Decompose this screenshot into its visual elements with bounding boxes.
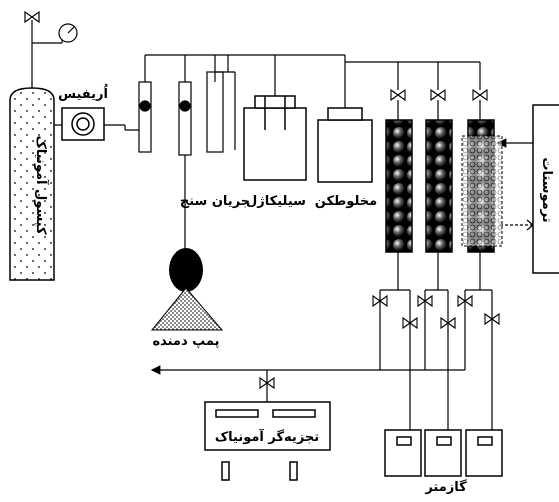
gas-meter-2	[424, 429, 462, 477]
adsorption-column-2	[425, 119, 453, 253]
cylinder-valve-icon	[24, 10, 40, 24]
analyzer-label: تجزیه‌گر آمونیاک	[215, 428, 319, 445]
pump-label: پمپ دمنده	[152, 334, 219, 349]
orifice-label: اُریفیس	[58, 83, 108, 102]
valve-icon	[372, 294, 388, 308]
adsorption-column-1	[385, 119, 413, 253]
mixer-label: مخلوطکن	[315, 194, 377, 209]
rotameter-1	[138, 81, 152, 153]
rotameter-2	[178, 81, 192, 156]
valve-icon	[402, 316, 418, 330]
silica-gel-vessel	[243, 95, 307, 181]
manometer-tube	[206, 71, 224, 153]
thermostat-label: ترموستات	[539, 157, 554, 222]
flowmeter-label: جریان سنج	[180, 194, 250, 209]
silica-gel-label: سیلیکاژل	[246, 194, 306, 209]
valve-icon	[457, 294, 473, 308]
adsorption-column-3	[461, 119, 503, 253]
gas-meter-3	[465, 429, 503, 477]
valve-icon	[472, 88, 488, 102]
pressure-gauge-icon	[58, 23, 78, 43]
piping	[31, 20, 534, 430]
gas-meter-1	[384, 429, 422, 477]
valve-icon	[484, 312, 500, 326]
gas-meter-label: گازمتر	[424, 479, 467, 495]
ammonia-analyzer	[204, 401, 331, 481]
valve-icon	[390, 88, 406, 102]
valve-icon	[259, 376, 275, 390]
blower-pump	[150, 248, 224, 331]
thermostat-box	[532, 104, 559, 274]
mixer-vessel	[317, 107, 373, 183]
cylinder-label: کپسول آمونیاک	[33, 135, 50, 235]
orifice-meter	[61, 107, 105, 141]
ammonia-cylinder	[9, 87, 55, 281]
valve-icon	[440, 316, 456, 330]
valve-icon	[417, 294, 433, 308]
valves	[259, 88, 500, 390]
valve-icon	[430, 88, 446, 102]
